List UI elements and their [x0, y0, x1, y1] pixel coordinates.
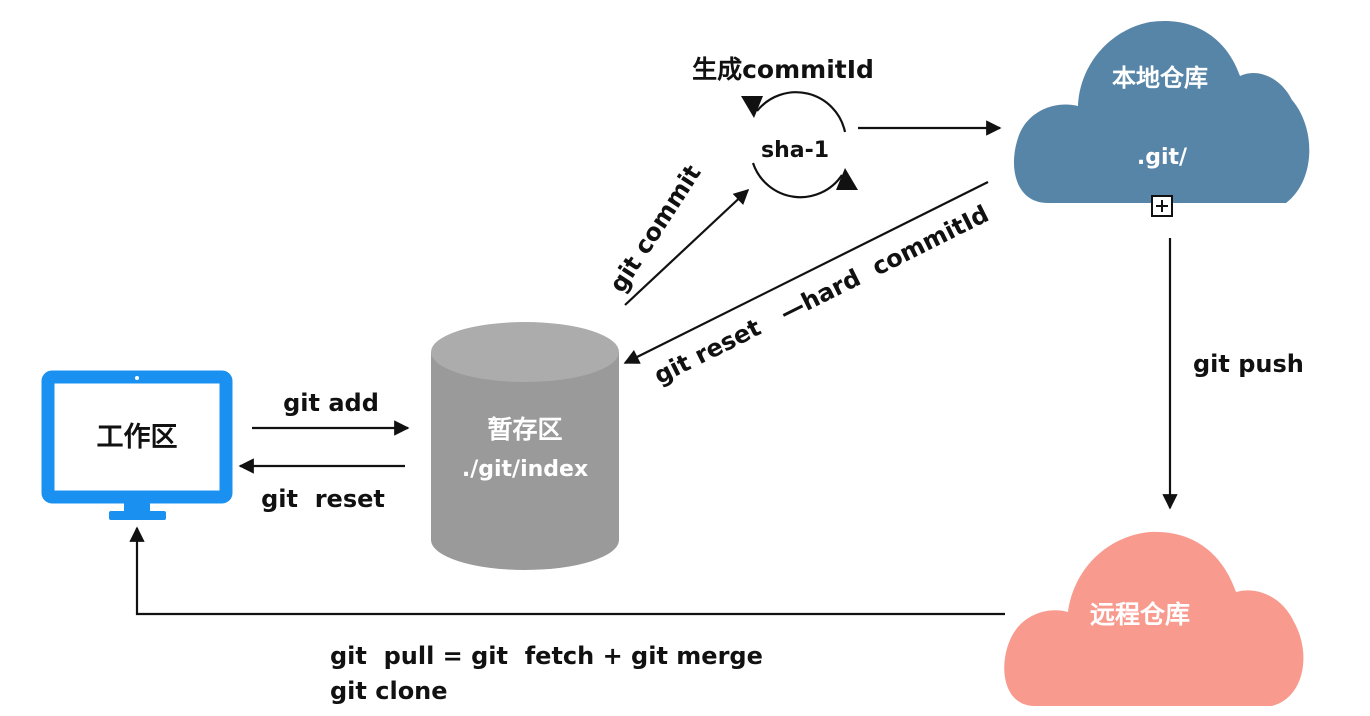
monitor-camera-dot: [135, 376, 139, 380]
remote-repo-label: 远程仓库: [1090, 600, 1190, 629]
workspace-node: 工作区: [41, 370, 233, 520]
arrow-git-pull-clone: [129, 526, 1005, 616]
sha-node: 生成commitId sha-1: [692, 55, 874, 199]
label-git-reset: git reset: [261, 485, 385, 513]
circular-arrows-icon: [741, 91, 858, 199]
workspace-label: 工作区: [97, 422, 178, 453]
sha-label: sha-1: [761, 138, 829, 163]
cylinder-top: [431, 322, 619, 382]
monitor-base: [109, 511, 166, 520]
monitor-neck: [124, 500, 150, 512]
local-repo-label: 本地仓库: [1112, 64, 1208, 92]
staging-path: ./git/index: [462, 457, 588, 482]
sha-caption: 生成commitId: [692, 55, 874, 84]
label-git-reset-hard: git reset —hard commitId: [650, 200, 994, 390]
label-git-clone: git clone: [330, 677, 448, 705]
label-git-push: git push: [1193, 350, 1304, 378]
staging-label: 暂存区: [487, 415, 562, 444]
arrow-git-commit: [624, 188, 750, 306]
label-git-add: git add: [283, 389, 379, 417]
local-repo-node: 本地仓库 .git/: [1013, 20, 1310, 203]
local-repo-path: .git/: [1137, 145, 1188, 170]
local-repo-cloud: [1013, 20, 1310, 203]
staging-node: 暂存区 ./git/index: [431, 322, 619, 570]
arrow-git-reset-hard: [623, 181, 989, 364]
remote-repo-cloud: [1004, 531, 1304, 706]
plus-box-icon[interactable]: [1151, 195, 1173, 217]
label-git-pull: git pull = git fetch + git merge: [330, 642, 763, 670]
remote-repo-node: 远程仓库: [1004, 531, 1304, 706]
cylinder-body: [431, 352, 619, 570]
